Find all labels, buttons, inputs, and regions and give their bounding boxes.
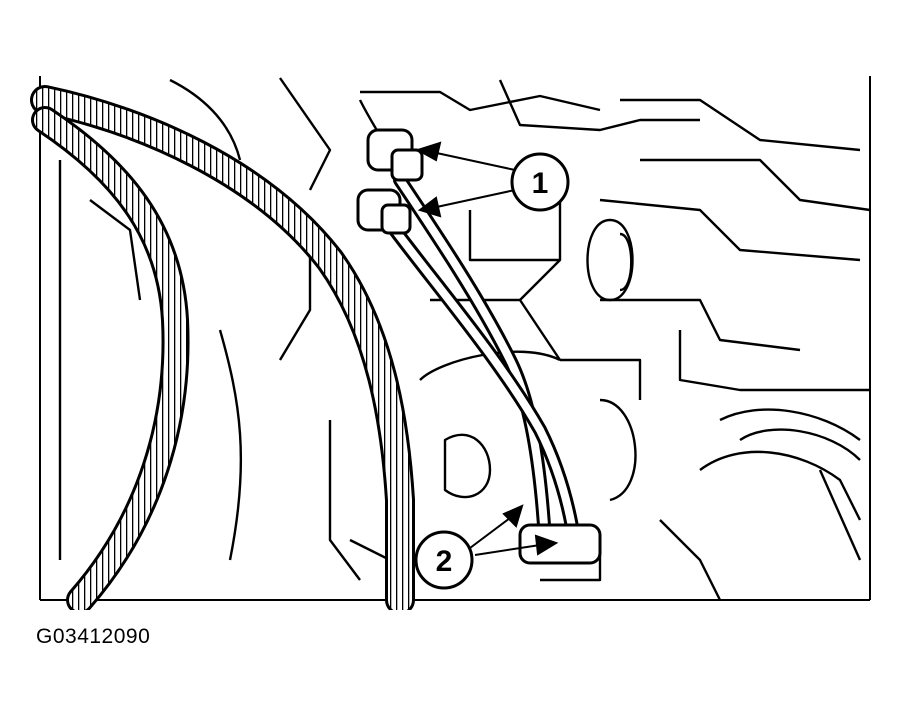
figure-id: G03412090 bbox=[36, 625, 151, 648]
engine-line-diagram: 1 2 bbox=[30, 76, 871, 610]
wiring-harness-conduits bbox=[30, 85, 415, 610]
callout-1: 1 bbox=[510, 152, 570, 212]
callout-2-circle bbox=[414, 530, 474, 590]
callout-2: 2 bbox=[414, 530, 474, 590]
callout-1-label: 1 bbox=[532, 167, 549, 200]
callout-2-leaders bbox=[469, 504, 559, 556]
callout-1-circle bbox=[510, 152, 570, 212]
lower-line-fitting bbox=[518, 523, 602, 565]
quick-connect-fittings bbox=[356, 128, 424, 235]
callout-1-leaders bbox=[415, 141, 516, 218]
callout-2-label: 2 bbox=[436, 545, 453, 578]
fuel-lines bbox=[388, 173, 582, 552]
frame-lines bbox=[39, 76, 871, 601]
